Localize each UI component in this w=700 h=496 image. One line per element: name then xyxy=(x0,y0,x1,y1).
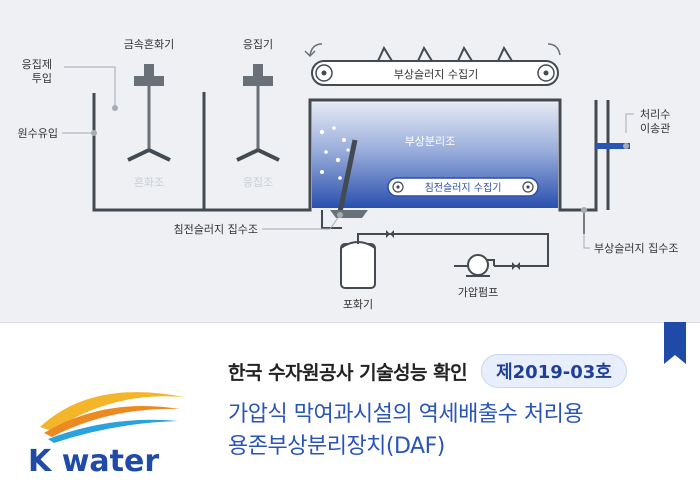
leader-lines xyxy=(62,66,634,249)
label-mixing-tank: 혼화조 xyxy=(134,176,164,189)
label-flotation-tank: 부상분리조 xyxy=(405,135,456,148)
tank-outline xyxy=(92,93,598,212)
pressure-pump xyxy=(466,254,495,277)
label-pressure-pump: 가압펌프 xyxy=(458,286,498,299)
certification-line: 한국 수자원공사 기술성능 확인 제2019-03호 xyxy=(228,353,627,389)
label-metal-mixer: 금속혼화기 xyxy=(124,38,175,51)
settled-sludge-collector xyxy=(387,177,539,197)
certification-number-badge: 제2019-03호 xyxy=(481,354,627,388)
process-diagram-svg: 응집제 투입 원수유입 금속혼화기 응집기 혼화조 응집조 부상슬러지 수집기 … xyxy=(18,38,679,311)
metal-mixer xyxy=(127,64,171,162)
kwater-logo: K water xyxy=(28,392,184,475)
recycle-piping xyxy=(321,210,549,267)
bookmark-icon xyxy=(664,322,686,364)
leader-dots xyxy=(91,105,629,218)
label-flocculation-tank: 응집조 xyxy=(243,176,273,189)
valve-icon xyxy=(386,230,520,270)
label-flocculator: 응집기 xyxy=(243,38,273,51)
logo-wordmark: K water xyxy=(28,444,159,475)
treated-water-pipe xyxy=(596,143,630,149)
technology-name-line-1: 가압식 막여과시설의 역세배출수 처리용 xyxy=(228,402,584,427)
certification-title: 한국 수자원공사 기술성능 확인 xyxy=(228,361,468,384)
label-coagulant-input-2: 투입 xyxy=(32,72,52,85)
logo-swoosh-orange xyxy=(44,406,180,437)
saturator xyxy=(340,241,376,289)
settled-sludge-hopper xyxy=(330,210,368,218)
technology-name-line-2: 용존부상분리장치(DAF) xyxy=(228,434,445,459)
technology-name: 가압식 막여과시설의 역세배출수 처리용 용존부상분리장치(DAF) xyxy=(228,399,678,463)
logo-swoosh-yellow xyxy=(40,392,184,431)
baffle xyxy=(337,139,358,213)
logo-swoosh-blue xyxy=(48,419,178,443)
label-settled-sludge-collector: 침전슬러지 수집기 xyxy=(425,182,502,194)
floated-sludge-collector xyxy=(304,43,561,86)
flocculator xyxy=(236,64,280,162)
label-floated-sludge-collector: 부상슬러지 수집기 xyxy=(394,68,478,81)
air-bubbles xyxy=(319,126,350,180)
certificate-footer: K water 한국 수자원공사 기술성능 확인 제2019-03호 가압식 막… xyxy=(0,322,700,496)
label-coagulant-input-1: 응집제 xyxy=(22,58,52,71)
daf-process-diagram: 응집제 투입 원수유입 금속혼화기 응집기 혼화조 응집조 부상슬러지 수집기 … xyxy=(17,38,679,311)
label-floated-sludge-hopper: 부상슬러지 집수조 xyxy=(594,242,678,255)
label-settled-sludge-hopper: 침전슬러지 집수조 xyxy=(174,223,258,236)
label-saturator: 포화기 xyxy=(343,298,373,311)
label-treated-water-transfer-1: 처리수 xyxy=(640,108,670,121)
label-raw-water-inflow: 원수유입 xyxy=(18,127,58,140)
label-treated-water-transfer-2: 이송관 xyxy=(640,122,670,135)
